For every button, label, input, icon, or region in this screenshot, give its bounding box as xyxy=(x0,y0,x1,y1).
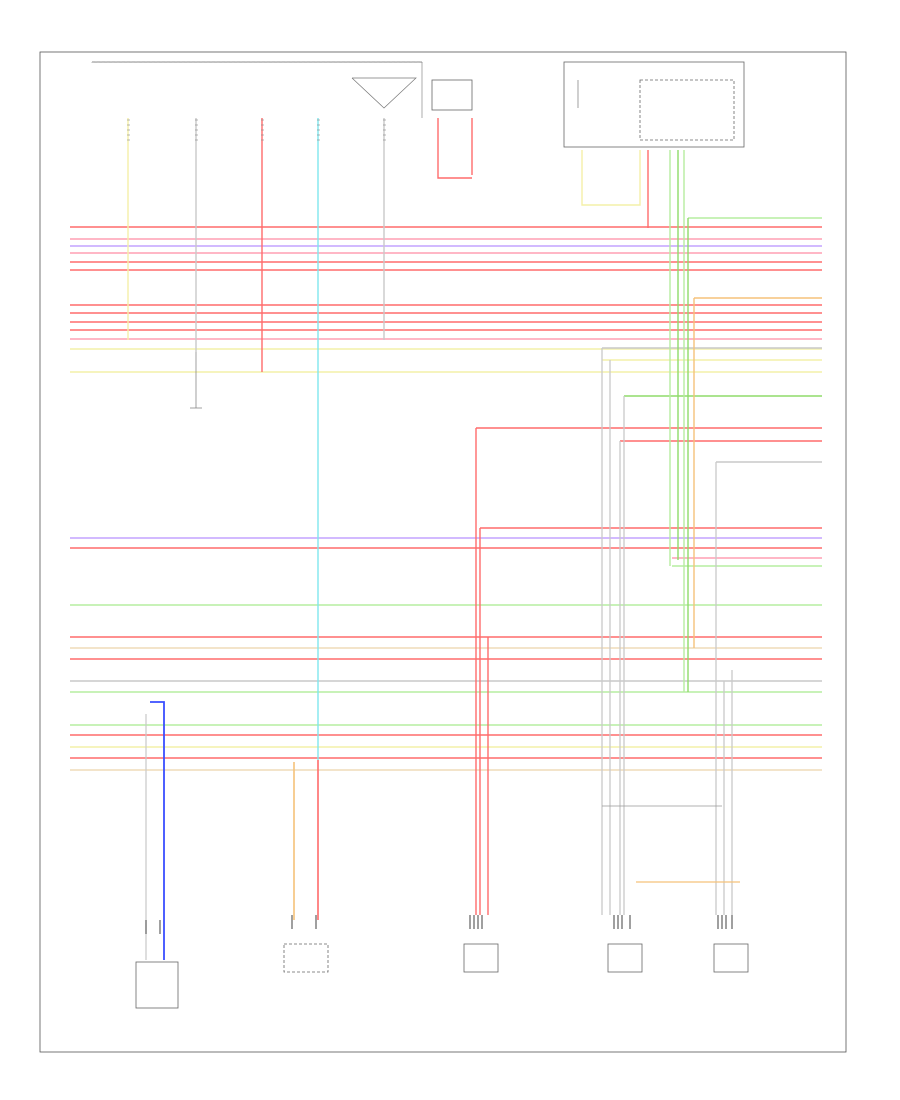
pump-connector-component xyxy=(463,943,499,973)
indicator-box xyxy=(431,79,473,111)
relay-box xyxy=(639,79,735,141)
speed-sensor-component xyxy=(135,961,179,1009)
sensor-connector-component xyxy=(713,943,749,973)
relay-loop-wire xyxy=(581,150,641,206)
hall-sensor-component xyxy=(283,943,329,973)
cluster-gauge-symbol xyxy=(351,77,417,109)
diagram-border xyxy=(39,51,847,1053)
wire-layer xyxy=(70,118,822,960)
blue-drop-wire xyxy=(150,701,165,960)
cluster-link-wire xyxy=(437,175,472,179)
sensor-connector-component xyxy=(607,943,643,973)
component-layer xyxy=(91,61,749,1009)
